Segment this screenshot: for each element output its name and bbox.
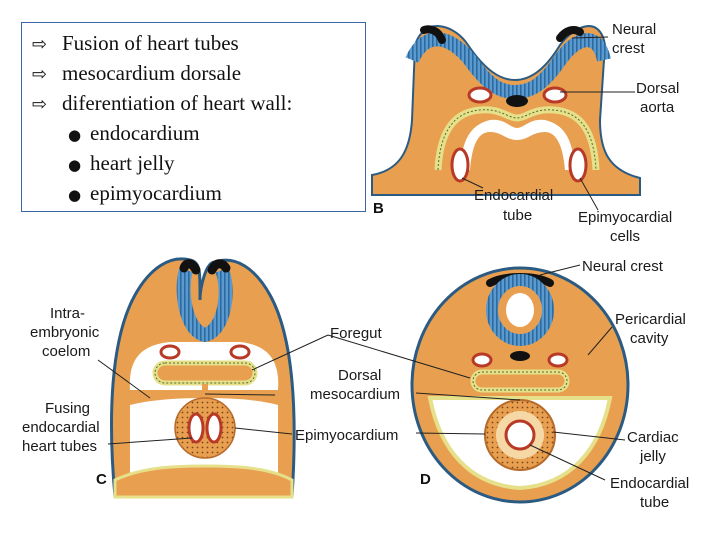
label-epimyocardial-cells: Epimyocardial bbox=[578, 209, 672, 226]
label-pericardial-cavity: cavity bbox=[630, 330, 669, 347]
sub-bullet-item: ●endocardium bbox=[68, 121, 200, 145]
neural-crest-cells bbox=[556, 26, 584, 42]
neural-tube bbox=[176, 267, 233, 343]
label-epimyocardium: Epimyocardium bbox=[295, 427, 398, 444]
dorsal-aorta-right bbox=[547, 352, 569, 368]
bullet-item: ⇨mesocardium dorsale bbox=[32, 61, 242, 85]
endoderm bbox=[434, 106, 600, 171]
leader-lines bbox=[97, 36, 635, 481]
filled-dot-icon: ● bbox=[68, 186, 82, 204]
label-neural-crest-b: Neural bbox=[612, 21, 656, 38]
panel-d-diagram bbox=[410, 266, 630, 504]
label-endocardial-tube-b: Endocardial bbox=[474, 187, 553, 204]
label-cardiac-jelly: jelly bbox=[639, 448, 666, 465]
label-fusing-heart-tubes: Fusing bbox=[45, 400, 90, 417]
dorsal-aorta-left bbox=[471, 352, 493, 368]
neural-canal bbox=[506, 293, 534, 327]
label-cardiac-jelly: Cardiac bbox=[627, 429, 679, 446]
neural-crest-cells bbox=[207, 259, 231, 275]
label-epimyocardial-cells: cells bbox=[610, 228, 640, 245]
hollow-right-arrow-icon: ⇨ bbox=[32, 64, 48, 85]
endocardial-tube-right bbox=[568, 147, 588, 183]
dorsal-aorta-left bbox=[159, 344, 181, 360]
filled-dot-icon: ● bbox=[68, 156, 82, 174]
label-intraembryonic-coelom: embryonic bbox=[30, 324, 100, 341]
notochord bbox=[510, 351, 530, 361]
label-intraembryonic-coelom: Intra- bbox=[50, 305, 85, 322]
bullet-item: ⇨diferentiation of heart wall: bbox=[32, 91, 293, 115]
endocardial-tube-left bbox=[450, 147, 470, 183]
neural-crest-cells bbox=[179, 259, 201, 275]
fusing-heart-tube-left bbox=[187, 412, 205, 444]
label-pericardial-cavity: Pericardial bbox=[615, 311, 686, 328]
label-dorsal-mesocardium: mesocardium bbox=[310, 386, 400, 403]
filled-dot-icon: ● bbox=[68, 126, 82, 144]
label-fusing-heart-tubes: heart tubes bbox=[22, 438, 97, 455]
label-endocardial-tube-d: Endocardial bbox=[610, 475, 689, 492]
bullet-item: ⇨Fusion of heart tubes bbox=[32, 31, 239, 55]
panel-c-diagram bbox=[110, 257, 296, 499]
hollow-right-arrow-icon: ⇨ bbox=[32, 34, 48, 55]
notochord bbox=[506, 95, 528, 107]
label-endocardial-tube-d: tube bbox=[640, 494, 669, 511]
bullet-list-box: ⇨Fusion of heart tubes ⇨mesocardium dors… bbox=[21, 22, 366, 212]
neural-tube bbox=[486, 274, 554, 346]
label-foregut: Foregut bbox=[330, 325, 383, 342]
foregut bbox=[152, 360, 258, 386]
label-neural-crest-d: Neural crest bbox=[582, 258, 664, 275]
foregut bbox=[470, 369, 570, 393]
panel-b-diagram bbox=[371, 25, 641, 196]
neural-crest-cells bbox=[420, 25, 446, 44]
ventral-body-wall bbox=[113, 464, 294, 499]
labels: Neural crest Dorsal aorta Endocardial tu… bbox=[22, 21, 689, 511]
label-dorsal-aorta: aorta bbox=[640, 99, 675, 116]
foregut-outline bbox=[472, 371, 568, 391]
hollow-right-arrow-icon: ⇨ bbox=[32, 94, 48, 115]
dorsal-aorta-right bbox=[542, 86, 568, 104]
panel-label-d: D bbox=[420, 471, 431, 488]
panel-label-b: B bbox=[373, 200, 384, 217]
label-fusing-heart-tubes: endocardial bbox=[22, 419, 100, 436]
fusing-heart-tube-right bbox=[205, 412, 223, 444]
panel-label-c: C bbox=[96, 471, 107, 488]
endocardial-tube bbox=[504, 419, 536, 451]
dorsal-aorta-left bbox=[467, 86, 493, 104]
foregut-outline bbox=[154, 362, 256, 384]
dorsal-aorta-right bbox=[229, 344, 251, 360]
label-endocardial-tube-b: tube bbox=[503, 207, 532, 224]
label-neural-crest-b: crest bbox=[612, 40, 645, 57]
label-dorsal-mesocardium: Dorsal bbox=[338, 367, 381, 384]
sub-bullet-item: ●heart jelly bbox=[68, 151, 175, 175]
gut-cavity bbox=[460, 119, 575, 170]
sub-bullet-item: ●epimyocardium bbox=[68, 181, 222, 205]
epimyocardium bbox=[174, 397, 236, 459]
label-dorsal-aorta: Dorsal bbox=[636, 80, 679, 97]
label-intraembryonic-coelom: coelom bbox=[42, 343, 90, 360]
